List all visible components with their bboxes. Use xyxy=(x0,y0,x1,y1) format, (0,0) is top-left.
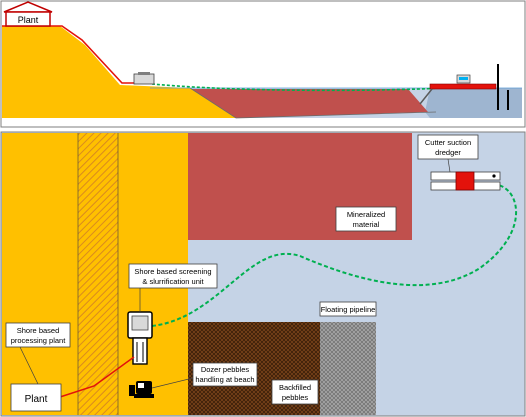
shore-processing-callout: Shore based processing plant xyxy=(5,322,71,385)
cutter-dredger-label-1: Cutter suction xyxy=(425,138,471,147)
top-pipeline xyxy=(151,83,456,92)
dredger-icon xyxy=(430,171,501,191)
slurry-line xyxy=(59,356,135,398)
plant-bottom-callout: Plant xyxy=(10,383,62,412)
dozer-icon xyxy=(129,381,154,398)
screening-unit-top-icon xyxy=(133,72,155,85)
hatched-strip xyxy=(78,133,118,415)
screening-unit-icon xyxy=(127,311,153,365)
plant-bottom-label: Plant xyxy=(25,394,48,405)
shore-screening-label-2: & slurrification unit xyxy=(142,277,204,286)
cutter-dredger-label-2: dredger xyxy=(435,148,461,157)
dredger-top-icon xyxy=(419,64,509,110)
mineralized-label-2: material xyxy=(353,220,380,229)
mineralized-label-1: Mineralized xyxy=(347,210,385,219)
dozer-label-2: handling at beach xyxy=(195,375,254,384)
shore-processing-label-1: Shore based xyxy=(17,326,60,335)
dozer-label-1: Dozer pebbles xyxy=(201,365,250,374)
mineralized-section xyxy=(190,89,428,118)
backfilled-label-2: pebbles xyxy=(282,393,309,402)
dozer-callout: Dozer pebbles handling at beach xyxy=(151,362,258,389)
shore-screening-label-1: Shore based screening xyxy=(134,267,211,276)
shore-screening-callout: Shore based screening & slurrification u… xyxy=(128,263,218,312)
seabed-line xyxy=(189,87,437,119)
floating-pipeline-label: Floating pipeline xyxy=(321,305,376,314)
grey-backfill-area xyxy=(320,322,376,415)
plant-top-label: Plant xyxy=(18,15,39,25)
shore-processing-label-2: processing plant xyxy=(11,336,67,345)
land-section xyxy=(2,26,236,118)
cross-section-panel: Plant xyxy=(0,0,526,128)
plant-house-icon xyxy=(3,1,53,27)
floating-pipeline xyxy=(151,184,517,327)
backfilled-callout: Backfilled pebbles xyxy=(271,379,319,405)
floating-pipeline-callout: Floating pipeline xyxy=(319,301,377,317)
cutter-dredger-callout: Cutter suction dredger xyxy=(417,134,479,173)
mineralized-callout: Mineralized material xyxy=(335,206,397,232)
backfilled-label-1: Backfilled xyxy=(279,383,311,392)
plan-view-panel: Cutter suction dredger Mineralized mater… xyxy=(0,131,526,417)
